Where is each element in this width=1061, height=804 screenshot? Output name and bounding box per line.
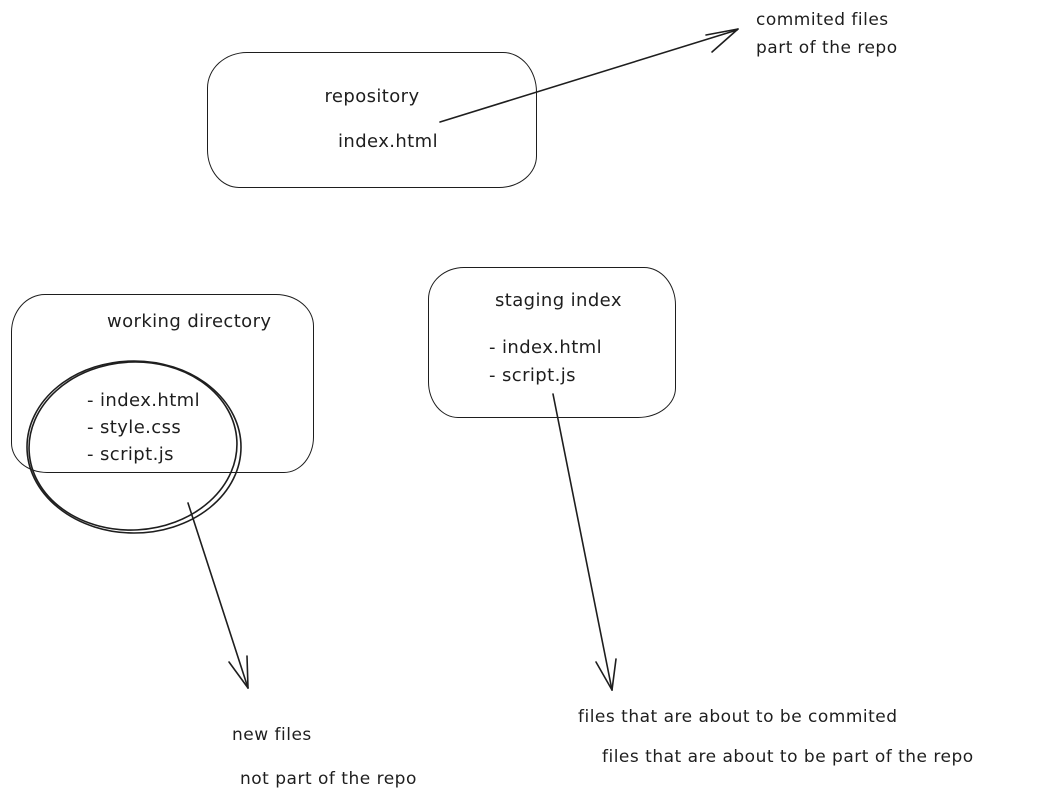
committed-note-line1: commited files — [756, 10, 889, 30]
staging-index-file-script-js: - script.js — [489, 365, 576, 386]
working-directory-file-index-html: - index.html — [87, 390, 200, 411]
committed-note-line2: part of the repo — [756, 38, 898, 58]
new-files-note-line1: new files — [232, 725, 312, 745]
staged-note-line1: files that are about to be commited — [578, 707, 898, 727]
node-repository: repository index.html — [207, 52, 537, 188]
new-files-note-line2: not part of the repo — [240, 769, 417, 789]
node-working-directory: working directory - index.html - style.c… — [11, 294, 314, 473]
staging-index-file-list: - index.html - script.js — [489, 334, 602, 390]
node-staging-index: staging index - index.html - script.js — [428, 267, 676, 418]
repository-title: repository — [324, 86, 420, 107]
staged-note-line2: files that are about to be part of the r… — [602, 747, 974, 767]
working-directory-file-script-js: - script.js — [87, 444, 174, 465]
staging-index-file-index-html: - index.html — [489, 337, 602, 358]
working-directory-file-list: - index.html - style.css - script.js — [87, 387, 200, 468]
repository-file-index-html: index.html — [338, 131, 438, 152]
arrow-circle-to-new-files-note — [187, 502, 249, 689]
staging-index-title: staging index — [495, 290, 622, 311]
arrow-staging-to-staged-note — [552, 393, 617, 691]
working-directory-file-style-css: - style.css — [87, 417, 182, 438]
working-directory-title: working directory — [107, 311, 272, 332]
